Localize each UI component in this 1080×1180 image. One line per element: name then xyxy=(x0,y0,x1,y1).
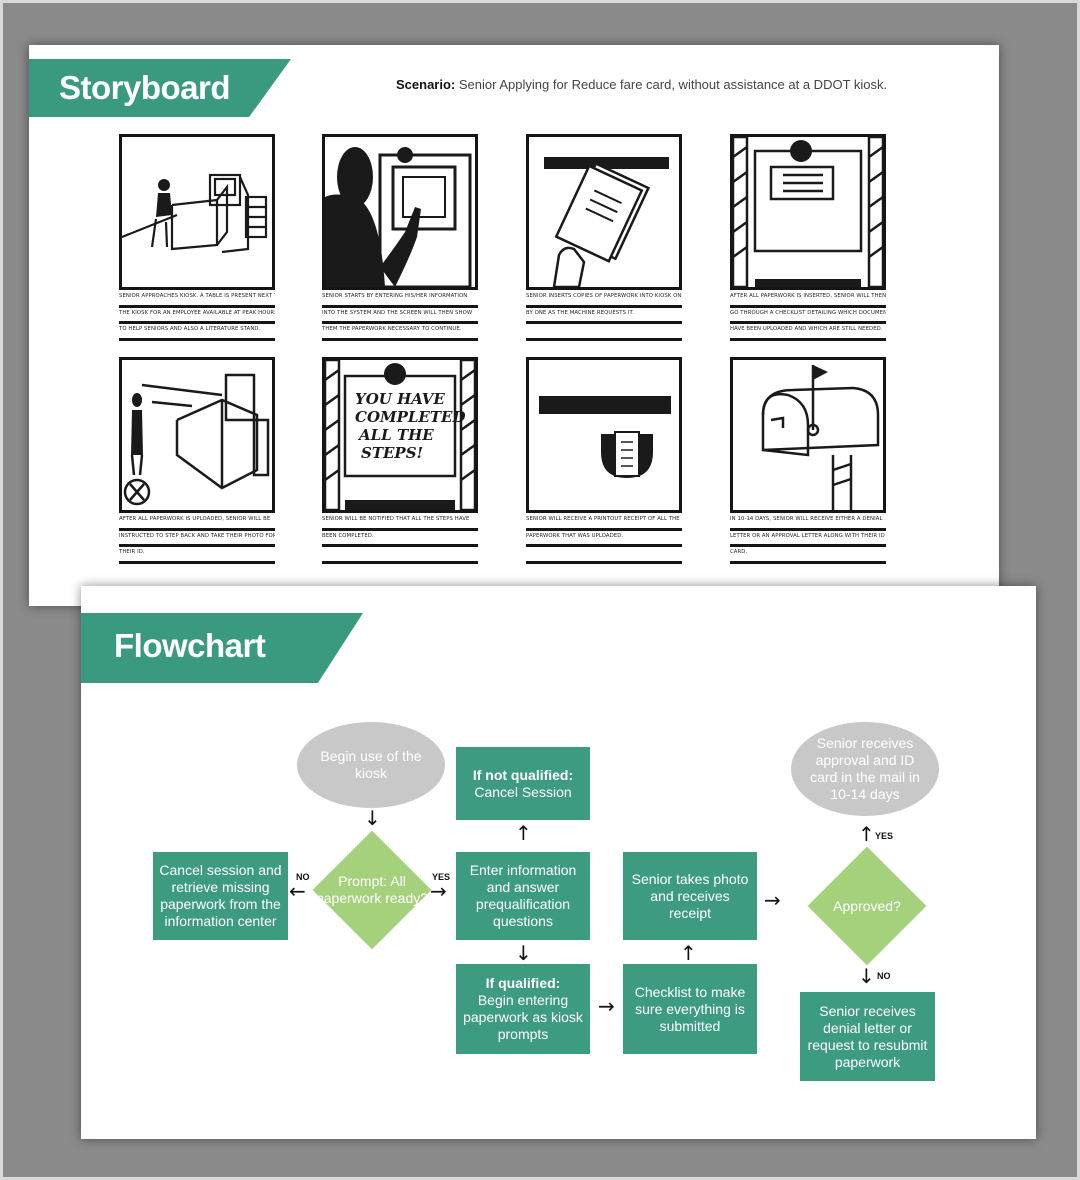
flowchart-slide: Flowchart Begin use of the kiosk ↓ Promp… xyxy=(81,586,1036,1139)
caption-line: been completed. xyxy=(322,531,478,547)
caption-line: After all paperwork is uploaded, senior … xyxy=(119,514,275,531)
caption-line xyxy=(322,547,478,564)
denial-box: Senior receives denial letter or request… xyxy=(800,992,935,1081)
checklist-text: Checklist to make sure everything is sub… xyxy=(634,983,746,1034)
storyboard-panel-6: YOU HAVE COMPLETED ALL THE STEPS! xyxy=(322,357,478,513)
not-qualified-box: If not qualified: Cancel Session xyxy=(456,747,590,820)
storyboard-caption-7: Senior will receive a printout receipt o… xyxy=(526,514,682,564)
screen-text-line: COMPLETED xyxy=(355,408,465,426)
caption-line: their ID. xyxy=(119,547,275,564)
qualified-text: Begin entering paperwork as kiosk prompt… xyxy=(463,992,583,1042)
caption-line: have been uploaded and which are still n… xyxy=(730,324,886,341)
caption-line xyxy=(526,324,682,341)
no-label: NO xyxy=(877,971,891,981)
denial-text: Senior receives denial letter or request… xyxy=(807,1002,928,1070)
prompt-diamond: Prompt: All paperwork ready? xyxy=(312,830,432,950)
not-qualified-text: Cancel Session xyxy=(474,783,572,800)
screen-text-line: YOU HAVE xyxy=(355,390,445,408)
photo-text: Senior takes photo and receives receipt xyxy=(631,870,749,921)
storyboard-panel-7 xyxy=(526,357,682,513)
qualified-heading: If qualified: xyxy=(485,975,561,991)
caption-line: Senior will be notified that all the ste… xyxy=(322,514,478,531)
prompt-text: Prompt: All paperwork ready? xyxy=(315,873,429,906)
approval-text: Senior receives approval and ID card in … xyxy=(810,735,920,802)
arrow-down-icon: ↓ xyxy=(858,964,875,988)
screen-text-line: ALL THE xyxy=(357,426,434,444)
caption-line: Senior starts by entering his/her inform… xyxy=(322,291,478,308)
photo-step-sketch xyxy=(123,373,270,506)
caption-line: the kiosk for an employee available at p… xyxy=(119,308,275,324)
storyboard-caption-1: Senior approaches kiosk. A table is pres… xyxy=(119,291,275,341)
storyboard-caption-6: Senior will be notified that all the ste… xyxy=(322,514,478,564)
storyboard-panel-8 xyxy=(730,357,886,513)
arrow-up-icon: ↑ xyxy=(515,821,532,845)
approved-text: Approved? xyxy=(833,897,901,914)
storyboard-panel-2 xyxy=(322,134,478,290)
scenario-label: Scenario: xyxy=(396,77,456,92)
caption-line: instructed to step back and take their p… xyxy=(119,531,275,547)
completed-screen-sketch: YOU HAVE COMPLETED ALL THE STEPS! xyxy=(325,360,475,510)
scenario-line: Scenario: Senior Applying for Reduce far… xyxy=(396,77,887,92)
arrow-down-icon: ↓ xyxy=(364,806,381,830)
storyboard-caption-3: Senior inserts copies of paperwork into … xyxy=(526,291,682,341)
entering-info-sketch xyxy=(325,147,472,287)
storyboard-caption-2: Senior starts by entering his/her inform… xyxy=(322,291,478,341)
caption-line: letter or an approval letter along with … xyxy=(730,531,886,547)
storyboard-caption-5: After all paperwork is uploaded, senior … xyxy=(119,514,275,564)
storyboard-panel-1 xyxy=(119,134,275,290)
arrow-up-icon: ↑ xyxy=(680,941,697,965)
caption-line: go through a checklist detailing which d… xyxy=(730,308,886,324)
approved-diamond: Approved? xyxy=(807,846,927,966)
storyboard-caption-4: After all paperwork is inserted, senior … xyxy=(730,291,886,341)
photo-box: Senior takes photo and receives receipt xyxy=(623,852,757,940)
begin-oval: Begin use of the kiosk xyxy=(297,722,445,808)
storyboard-slide: Storyboard Scenario: Senior Applying for… xyxy=(29,45,999,606)
arrow-left-icon: ← xyxy=(289,879,306,903)
kiosk-approach-sketch xyxy=(122,173,268,254)
screen-text-line: STEPS! xyxy=(361,444,423,462)
receipt-printout-sketch xyxy=(539,396,671,478)
storyboard-panel-3 xyxy=(526,134,682,290)
cancel-missing-box: Cancel session and retrieve missing pape… xyxy=(153,852,288,940)
arrow-down-icon: ↓ xyxy=(515,941,532,965)
yes-label: YES xyxy=(432,872,451,882)
arrow-right-icon: → xyxy=(598,994,615,1018)
mailbox-sketch xyxy=(761,365,880,510)
begin-text: Begin use of the kiosk xyxy=(320,748,422,781)
inserting-paper-sketch xyxy=(544,157,669,287)
approval-oval: Senior receives approval and ID card in … xyxy=(791,722,939,816)
arrow-right-icon: → xyxy=(764,888,781,912)
flowchart-title: Flowchart xyxy=(81,613,363,683)
no-label: NO xyxy=(296,872,310,882)
storyboard-caption-8: In 10-14 days, senior will receive eithe… xyxy=(730,514,886,564)
qualified-box: If qualified: Begin entering paperwork a… xyxy=(456,964,590,1054)
storyboard-panel-5 xyxy=(119,357,275,513)
caption-line: card. xyxy=(730,547,886,564)
enter-info-box: Enter information and answer prequalific… xyxy=(456,852,590,940)
arrow-up-icon: ↑ xyxy=(858,822,875,846)
cancel-missing-text: Cancel session and retrieve missing pape… xyxy=(159,862,282,929)
caption-line: by one as the machine requests it. xyxy=(526,308,682,324)
yes-label: YES xyxy=(875,831,894,841)
checklist-box: Checklist to make sure everything is sub… xyxy=(623,964,757,1054)
caption-line: to help seniors and also a literature st… xyxy=(119,324,275,341)
caption-line: into the system and the screen will then… xyxy=(322,308,478,324)
storyboard-title: Storyboard xyxy=(29,59,291,117)
enter-info-text: Enter information and answer prequalific… xyxy=(469,862,577,929)
scenario-text: Senior Applying for Reduce fare card, wi… xyxy=(458,77,888,92)
caption-line xyxy=(526,547,682,564)
caption-line: Senior inserts copies of paperwork into … xyxy=(526,291,682,308)
storyboard-panel-4 xyxy=(730,134,886,290)
checklist-screen-sketch xyxy=(733,137,883,287)
not-qualified-heading: If not qualified: xyxy=(472,766,574,783)
caption-line: paperwork that was uploaded. xyxy=(526,531,682,547)
caption-line: Senior will receive a printout receipt o… xyxy=(526,514,682,531)
caption-line: In 10-14 days, senior will receive eithe… xyxy=(730,514,886,531)
caption-line: After all paperwork is inserted, senior … xyxy=(730,291,886,308)
caption-line: Senior approaches kiosk. A table is pres… xyxy=(119,291,275,308)
arrow-right-icon: → xyxy=(430,879,447,903)
